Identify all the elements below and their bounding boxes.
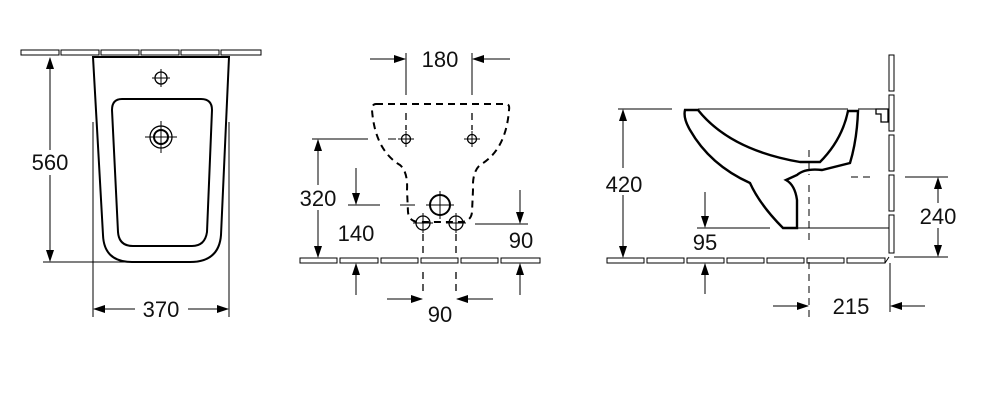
bowl-outline — [110, 98, 214, 247]
wall-tiles — [20, 49, 262, 56]
floor-tiles — [606, 257, 886, 264]
fixing-point-icon — [398, 131, 414, 147]
bidet-outline — [91, 56, 231, 263]
water-connection-icon — [446, 213, 466, 233]
floor-tiles — [299, 257, 541, 264]
outlet-projection-dimension: 215 — [833, 294, 870, 319]
bidet-profile — [683, 108, 860, 230]
water-spacing-dimension: 90 — [428, 302, 452, 327]
drain-height-dimension: 140 — [338, 221, 375, 246]
underside-dimension: 95 — [693, 230, 717, 255]
outlet-height-dimension: 240 — [920, 204, 957, 229]
water-connection-icon — [413, 213, 433, 233]
width-dimension: 370 — [143, 297, 180, 322]
wall-section — [884, 54, 895, 264]
fixing-spacing-dimension: 180 — [422, 47, 459, 72]
top-view: 560 370 — [20, 49, 262, 322]
tap-hole-icon — [152, 69, 170, 87]
depth-dimension: 560 — [32, 150, 69, 175]
side-view: 420 240 95 215 — [606, 54, 957, 320]
drain-connection-icon — [426, 191, 454, 219]
fixing-height-dimension: 320 — [300, 186, 337, 211]
bidet-silhouette — [370, 103, 511, 223]
wall-view: 180 320 140 90 90 — [299, 47, 541, 327]
water-height-dimension: 90 — [509, 228, 533, 253]
drain-icon — [145, 121, 177, 153]
rim-height-dimension: 420 — [606, 172, 643, 197]
fixing-point-icon — [464, 131, 480, 147]
wall-bracket — [875, 108, 889, 123]
